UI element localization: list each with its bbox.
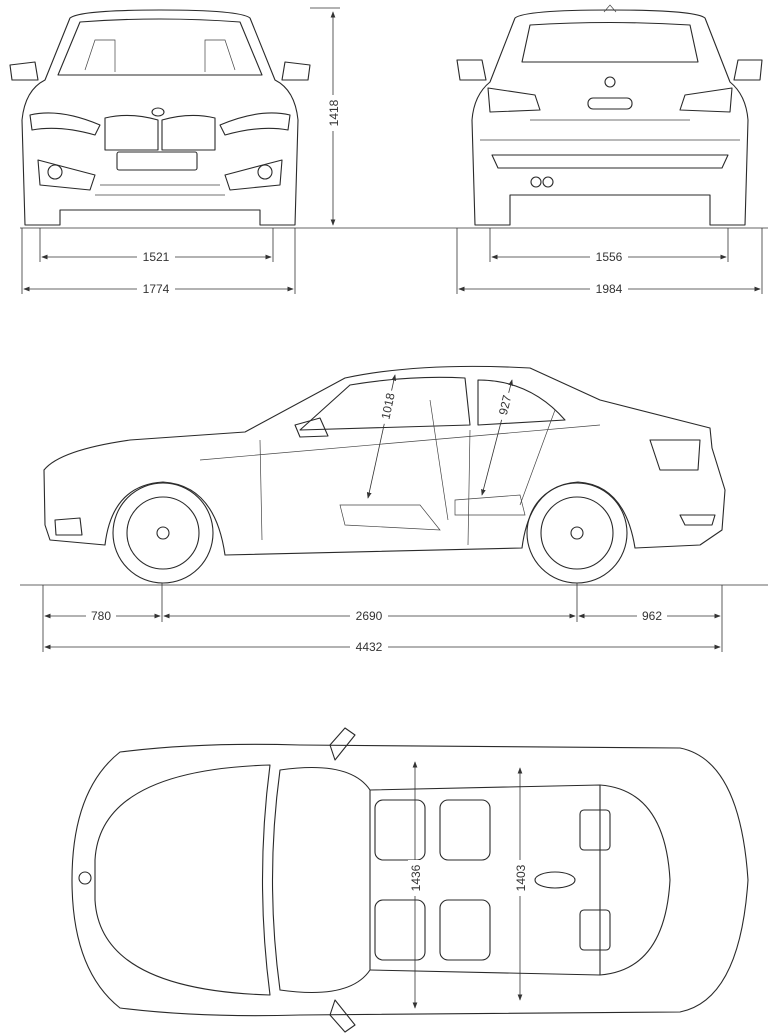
front-headroom-label: 1018 xyxy=(378,391,397,420)
front-track-label: 1521 xyxy=(143,250,170,264)
top-dimensions: 1436 1403 xyxy=(408,761,528,1009)
front-overhang-label: 780 xyxy=(91,609,111,623)
front-width-label: 1774 xyxy=(143,282,170,296)
rear-headroom-label: 927 xyxy=(496,393,515,416)
rear-view xyxy=(456,4,763,226)
rear-dimensions: 1556 1984 xyxy=(456,228,763,297)
wheelbase-label: 2690 xyxy=(356,609,383,623)
rear-width-label: 1984 xyxy=(596,282,623,296)
length-label: 4432 xyxy=(356,640,383,654)
rear-overhang-label: 962 xyxy=(642,609,662,623)
rear-shoulder-label: 1403 xyxy=(514,864,528,891)
front-dimensions: 1418 1521 1774 xyxy=(20,7,768,297)
side-dimensions: 1018 927 780 2690 962 4432 xyxy=(20,374,768,655)
front-shoulder-label: 1436 xyxy=(409,864,423,891)
rear-track-label: 1556 xyxy=(596,250,623,264)
top-view xyxy=(71,727,749,1033)
front-height-label: 1418 xyxy=(327,99,341,126)
front-view xyxy=(9,9,311,226)
